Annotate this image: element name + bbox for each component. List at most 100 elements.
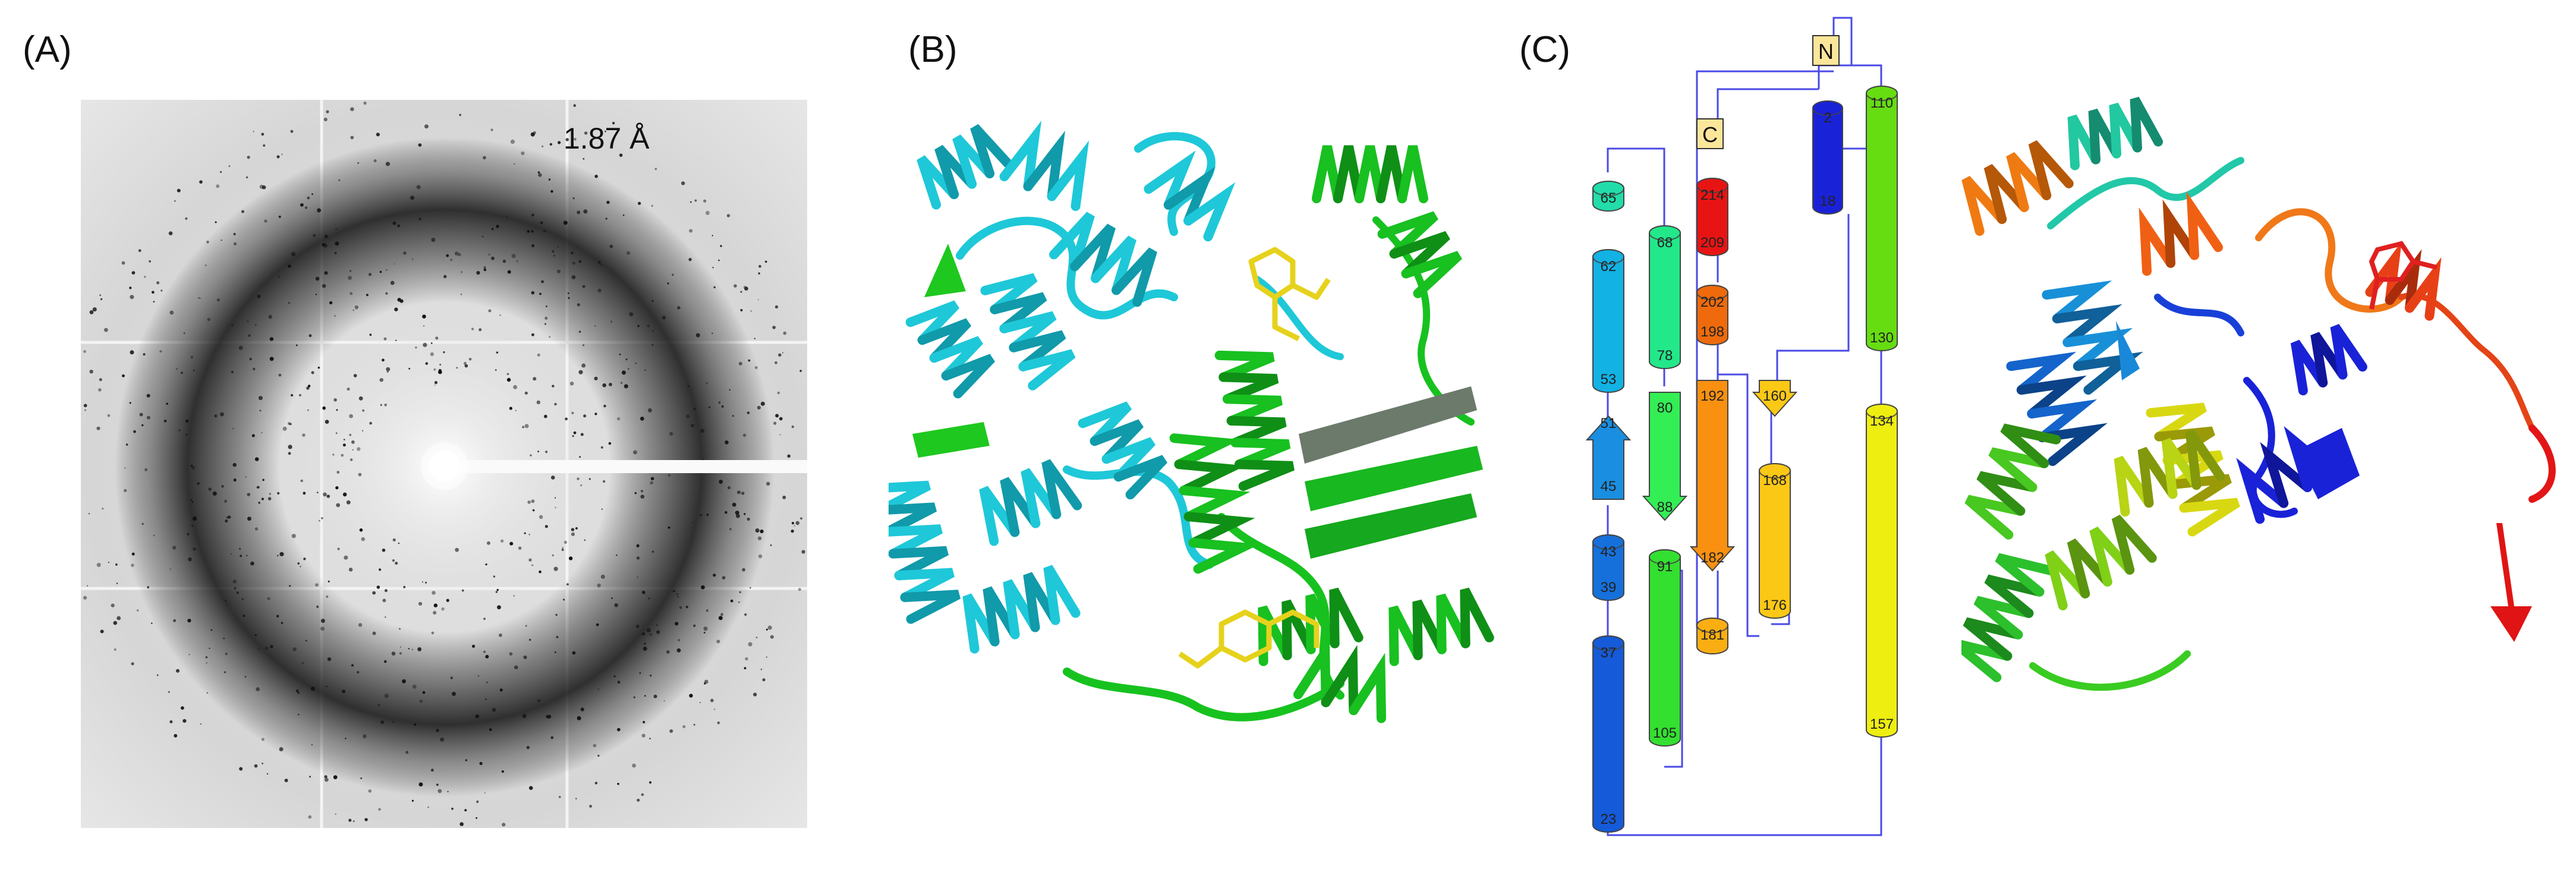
topology-helix: 181 [1696, 618, 1728, 654]
helix-segment [2185, 429, 2225, 490]
diffraction-spot [326, 110, 329, 114]
diffraction-spot [644, 369, 647, 371]
diffraction-spot [348, 568, 353, 572]
diffraction-spot [421, 581, 424, 583]
diffraction-spot [728, 486, 730, 490]
diffraction-spot [729, 528, 732, 530]
diffraction-spot [141, 522, 144, 525]
helix-segment [1230, 437, 1291, 470]
diffraction-spot [234, 587, 237, 590]
diffraction-spot [446, 254, 449, 257]
diffraction-spot [489, 728, 492, 731]
diffraction-spot [383, 337, 387, 341]
diffraction-spot [531, 230, 534, 233]
diffraction-spot [568, 297, 570, 299]
diffraction-spot [385, 589, 388, 593]
diffraction-spot [713, 709, 716, 710]
diffraction-spot [143, 353, 146, 356]
residue-end-label: 53 [1601, 371, 1617, 388]
diffraction-spot [513, 385, 518, 389]
diffraction-spot [369, 333, 372, 336]
diffraction-spot [358, 396, 363, 401]
diffraction-spot [476, 800, 479, 803]
diffraction-spot [411, 258, 414, 260]
diffraction-spot [760, 669, 762, 670]
diffraction-spot [212, 491, 217, 496]
diffraction-spot [452, 691, 456, 696]
diffraction-spot [267, 597, 270, 600]
residue-start-label: 43 [1601, 544, 1617, 560]
helix-segment [2067, 538, 2112, 599]
diffraction-spot [320, 626, 325, 631]
diffraction-spot [257, 648, 260, 650]
diffraction-spot [352, 449, 354, 451]
diffraction-spot [350, 136, 354, 140]
diffraction-spot [329, 301, 333, 304]
diffraction-spot [758, 272, 760, 275]
diffraction-spot [335, 432, 338, 434]
diffraction-spot [490, 128, 493, 131]
diffraction-spot [597, 288, 602, 292]
diffraction-spot [191, 525, 193, 527]
diffraction-spot [637, 325, 640, 328]
diffraction-spot [747, 517, 750, 521]
diffraction-spot [392, 720, 395, 723]
helix-segment [2067, 114, 2101, 171]
diffraction-spot [758, 265, 761, 268]
diffraction-spot [533, 131, 536, 135]
diffraction-spot [425, 581, 427, 584]
diffraction-spot [729, 389, 731, 391]
diffraction-spot [358, 623, 363, 627]
diffraction-spot [415, 346, 417, 349]
diffraction-spot [555, 613, 558, 616]
helix-segment [2042, 280, 2112, 324]
diffraction-spot [464, 364, 468, 368]
diffraction-spot [402, 679, 406, 684]
diffraction-spot [744, 667, 747, 669]
diffraction-spot [465, 759, 468, 761]
diffraction-spot [584, 131, 588, 135]
diffraction-spot [386, 371, 389, 373]
diffraction-spot [354, 305, 359, 310]
diffraction-spot [544, 414, 547, 418]
diffraction-spot [335, 813, 336, 815]
helix-segment [1214, 350, 1275, 382]
diffraction-spot [491, 256, 495, 260]
diffraction-spot [635, 624, 640, 628]
diffraction-spot [580, 707, 584, 711]
diffraction-spot [582, 285, 585, 288]
diffraction-spot [315, 294, 317, 295]
helix-segment [2037, 423, 2108, 467]
diffraction-spot [516, 260, 518, 262]
diffraction-spot [548, 178, 551, 181]
helix-segment [2088, 108, 2121, 165]
helix-segment [1163, 166, 1216, 226]
diffraction-spot [357, 670, 360, 674]
diffraction-spot [87, 585, 89, 587]
diffraction-spot [483, 618, 486, 620]
diffraction-spot [600, 263, 603, 266]
diffraction-spot [712, 267, 714, 269]
diffraction-spot [693, 624, 696, 627]
diffraction-spot [577, 716, 581, 720]
diffraction-spot [410, 196, 415, 200]
helix-segment [990, 292, 1047, 333]
diffraction-spot [250, 561, 254, 566]
diffraction-spot [666, 650, 670, 654]
diffraction-spot [507, 270, 511, 274]
helix-segment [889, 546, 949, 581]
diffraction-spot [553, 254, 556, 257]
diffraction-spot [650, 675, 652, 677]
helix-segment [917, 155, 959, 210]
diffraction-spot [511, 254, 516, 259]
diffraction-spot [352, 309, 354, 311]
diffraction-spot [484, 698, 487, 700]
diffraction-spot [740, 291, 742, 293]
helix-segment [1961, 175, 2007, 236]
diffraction-spot [464, 809, 467, 812]
diffraction-spot [311, 371, 314, 374]
diffraction-spot [323, 118, 327, 121]
diffraction-spot [687, 385, 690, 388]
helix-segment [1964, 495, 2026, 540]
diffraction-spot [298, 393, 301, 396]
